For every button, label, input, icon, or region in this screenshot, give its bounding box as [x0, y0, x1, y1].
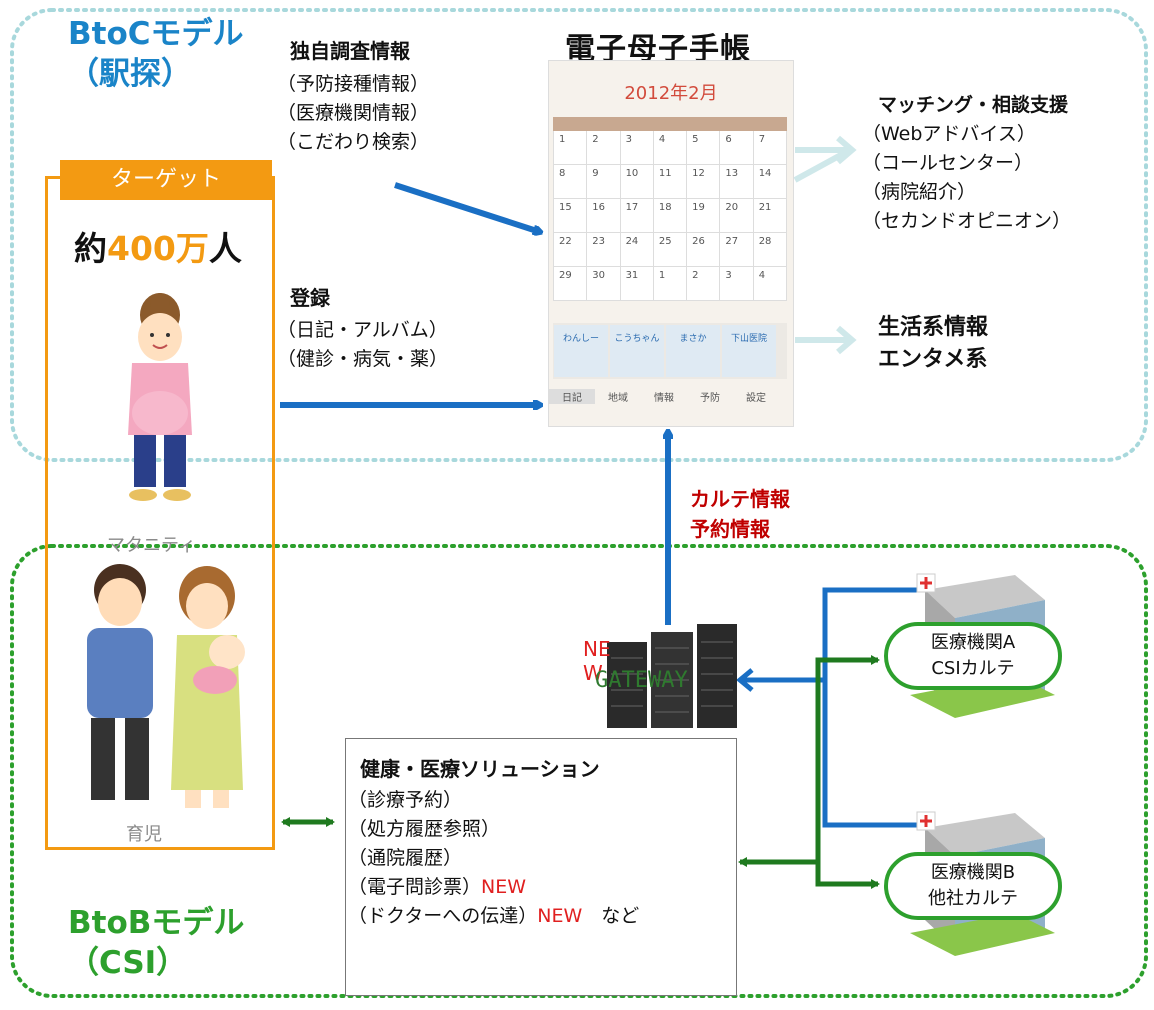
phone-profile-tab[interactable]: まさか: [666, 325, 720, 377]
calendar-day[interactable]: 28: [752, 232, 788, 267]
gateway-server-icon: [607, 624, 737, 728]
calendar-month: 2012年2月: [624, 83, 718, 104]
survey-info-item: （予防接種情報）: [277, 73, 430, 95]
calendar-day[interactable]: 1: [552, 130, 588, 165]
new-badge: NEW: [481, 876, 527, 898]
btob-region-border: [10, 544, 1148, 998]
phone-profile-tab[interactable]: 下山医院: [722, 325, 776, 377]
maternity-caption: マタニティ: [107, 535, 196, 556]
phone-nav-diary[interactable]: 日記: [549, 389, 595, 404]
phone-nav-info[interactable]: 情報: [654, 393, 674, 404]
target-count: 約400万人: [74, 229, 242, 268]
matching-item: （コールセンター）: [862, 152, 1034, 174]
calendar-day[interactable]: 27: [719, 232, 754, 267]
solution-title: 健康・医療ソリューション: [360, 757, 600, 781]
calendar-day[interactable]: 6: [719, 130, 754, 165]
calendar-day[interactable]: 11: [652, 164, 688, 199]
calendar-day[interactable]: 30: [586, 266, 621, 301]
calendar-day[interactable]: 2: [586, 130, 621, 165]
calendar-day[interactable]: 19: [686, 198, 721, 233]
new-badge: NEW: [537, 905, 583, 927]
target-tag: ターゲット: [60, 160, 272, 200]
calendar-day[interactable]: 10: [619, 164, 654, 199]
solution-list: （診療予約） （処方履歴参照） （通院履歴） （電子問診票）NEW （ドクターへ…: [348, 786, 639, 931]
calendar-day[interactable]: 22: [552, 232, 588, 267]
calendar-day[interactable]: 7: [752, 130, 788, 165]
matching-item: （病院紹介）: [862, 181, 977, 203]
maternity-illustration: [128, 293, 192, 501]
calendar-day[interactable]: 29: [552, 266, 588, 301]
hospital-a-label: 医療機関A CSIカルテ: [884, 622, 1062, 690]
hospital-b-label: 医療機関B 他社カルテ: [884, 852, 1062, 920]
calendar-day[interactable]: 24: [619, 232, 654, 267]
calendar-day[interactable]: 20: [719, 198, 754, 233]
childcare-illustration: [87, 564, 245, 808]
solution-item-new: （ドクターへの伝達）NEW など: [348, 905, 640, 927]
survey-info-list: （予防接種情報） （医療機関情報） （こだわり検索）: [277, 70, 429, 157]
calendar-day[interactable]: 2: [686, 266, 721, 301]
survey-arrow: [394, 182, 540, 232]
calendar-day[interactable]: 17: [619, 198, 654, 233]
calendar-day[interactable]: 15: [552, 198, 588, 233]
solution-item: （処方履歴参照）: [348, 818, 501, 840]
calendar-day[interactable]: 9: [586, 164, 621, 199]
solution-box: [345, 738, 737, 996]
calendar-day[interactable]: 26: [686, 232, 721, 267]
calendar-day[interactable]: 3: [619, 130, 654, 165]
gateway-label: GATEWAY: [595, 668, 688, 693]
phone-profile-tab[interactable]: こうちゃん: [610, 325, 664, 377]
survey-info-item: （医療機関情報）: [277, 102, 430, 124]
register-title: 登録: [290, 286, 330, 310]
btob-model-title: BtoBモデル （CSI）: [68, 905, 245, 981]
phone-nav-area[interactable]: 地域: [608, 393, 628, 404]
lifestyle-info: 生活系情報 エンタメ系: [878, 315, 989, 372]
calendar-day[interactable]: 8: [552, 164, 588, 199]
calendar-day[interactable]: 1: [652, 266, 688, 301]
childcare-caption: 育児: [126, 824, 162, 845]
calendar-day[interactable]: 4: [652, 130, 688, 165]
matching-title: マッチング・相談支援: [878, 94, 1069, 116]
calendar-day[interactable]: 31: [619, 266, 654, 301]
calendar-day[interactable]: 5: [686, 130, 721, 165]
matching-item: （セカンドオピニオン）: [862, 210, 1072, 232]
matching-item: （Webアドバイス）: [862, 123, 1036, 145]
phone-bottom-nav: 日記 地域 情報 予防 設定: [549, 389, 793, 404]
calendar-day[interactable]: 3: [719, 266, 754, 301]
gateway-new-label: NE W: [583, 637, 611, 685]
phone-profile-tabs: わんしーこうちゃんまさか下山医院: [553, 323, 787, 379]
solution-item: （診療予約）: [348, 789, 463, 811]
calendar-day[interactable]: 16: [586, 198, 621, 233]
phone-nav-prevention[interactable]: 予防: [700, 393, 720, 404]
calendar-day[interactable]: 18: [652, 198, 688, 233]
solution-item: （通院履歴）: [348, 847, 463, 869]
survey-info-title: 独自調査情報: [290, 39, 410, 63]
matching-arrow: [793, 147, 852, 183]
solution-etc: など: [601, 905, 640, 927]
calendar-day[interactable]: 12: [686, 164, 721, 199]
phone-profile-tab[interactable]: わんしー: [554, 325, 608, 377]
calendar-day[interactable]: 14: [752, 164, 788, 199]
register-item: （日記・アルバム）: [277, 319, 448, 341]
solution-item-new: （電子問診票）NEW: [348, 876, 527, 898]
karte-reservation-label: カルテ情報 予約情報: [690, 487, 790, 541]
btoc-model-title: BtoCモデル （駅探）: [68, 16, 244, 92]
calendar-day[interactable]: 13: [719, 164, 754, 199]
calendar-day[interactable]: 25: [652, 232, 688, 267]
btoc-region-border: [10, 8, 1148, 462]
phone-nav-settings[interactable]: 設定: [746, 393, 766, 404]
register-list: （日記・アルバム） （健診・病気・薬）: [277, 316, 448, 374]
register-item: （健診・病気・薬）: [277, 348, 449, 370]
calendar-day[interactable]: 4: [752, 266, 788, 301]
calendar-day[interactable]: 23: [586, 232, 621, 267]
matching-list: （Webアドバイス） （コールセンター） （病院紹介） （セカンドオピニオン）: [862, 120, 1071, 236]
survey-info-item: （こだわり検索）: [277, 131, 430, 153]
calendar-day[interactable]: 21: [752, 198, 788, 233]
